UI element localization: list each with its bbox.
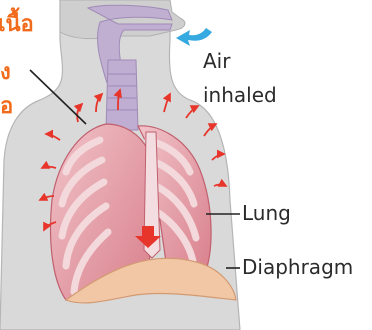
thai-label-line2: ง: [0, 60, 11, 85]
air-label-line2: inhaled: [203, 84, 277, 107]
lung-label: Lung: [242, 202, 291, 225]
air-label-line1: Air: [203, 50, 230, 73]
thai-label-line1: เนื้อ: [0, 12, 34, 37]
trachea: [106, 60, 138, 130]
air-inhaled-arrow: [176, 28, 212, 46]
thai-label-line3: อ: [0, 94, 13, 119]
diaphragm-label: Diaphragm: [242, 256, 353, 279]
